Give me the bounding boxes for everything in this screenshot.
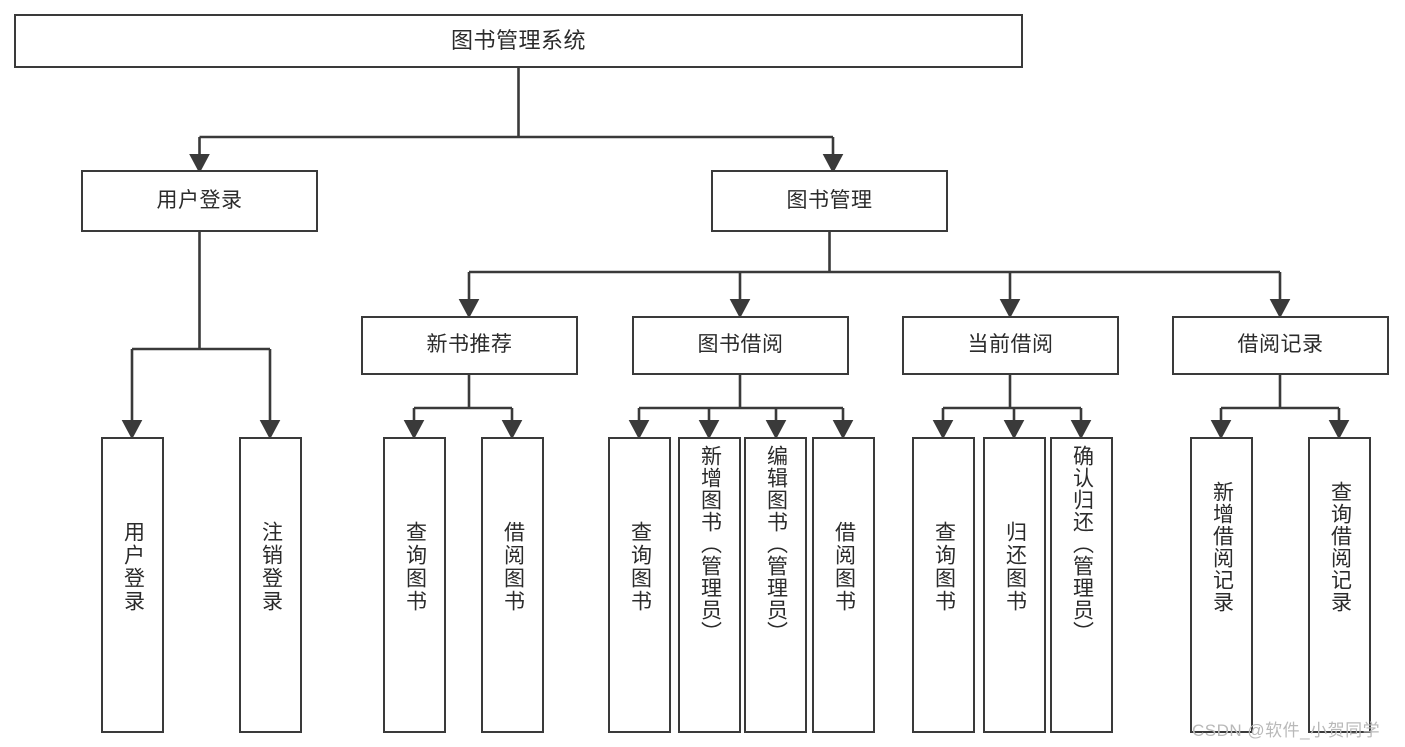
node-leaf-user-logout-label: 注销登录 bbox=[259, 521, 283, 613]
node-leaf-brw-edit-book[interactable]: 编辑图书（管理员） bbox=[744, 437, 807, 733]
node-book-borrow-label: 图书借阅 bbox=[697, 333, 784, 357]
node-leaf-cur-return-book-label: 归还图书 bbox=[1003, 521, 1027, 613]
node-borrow-records-label: 借阅记录 bbox=[1237, 333, 1324, 357]
node-user-login[interactable]: 用户登录 bbox=[81, 170, 318, 232]
node-book-manage-label: 图书管理 bbox=[786, 188, 873, 212]
node-leaf-query-borrow-record-label: 查询借阅记录 bbox=[1328, 481, 1352, 613]
node-user-login-label: 用户登录 bbox=[156, 188, 243, 212]
node-leaf-rec-borrow-book[interactable]: 借阅图书 bbox=[481, 437, 544, 733]
node-leaf-rec-query-book-label: 查询图书 bbox=[403, 521, 427, 613]
node-leaf-cur-confirm-return[interactable]: 确认归还（管理员） bbox=[1050, 437, 1113, 733]
node-leaf-add-borrow-record-label: 新增借阅记录 bbox=[1210, 481, 1234, 613]
node-leaf-add-borrow-record[interactable]: 新增借阅记录 bbox=[1190, 437, 1253, 733]
node-new-book-recommend-label: 新书推荐 bbox=[426, 333, 513, 357]
node-leaf-brw-add-book[interactable]: 新增图书（管理员） bbox=[678, 437, 741, 733]
node-leaf-brw-borrow-book-label: 借阅图书 bbox=[832, 521, 856, 613]
node-leaf-user-login[interactable]: 用户登录 bbox=[101, 437, 164, 733]
node-leaf-cur-confirm-return-label: 确认归还（管理员） bbox=[1070, 445, 1094, 643]
node-current-borrow[interactable]: 当前借阅 bbox=[902, 316, 1119, 375]
node-leaf-brw-add-book-label: 新增图书（管理员） bbox=[698, 445, 722, 643]
node-current-borrow-label: 当前借阅 bbox=[967, 333, 1054, 357]
node-leaf-brw-edit-book-label: 编辑图书（管理员） bbox=[764, 445, 788, 643]
node-leaf-user-logout[interactable]: 注销登录 bbox=[239, 437, 302, 733]
node-leaf-rec-borrow-book-label: 借阅图书 bbox=[501, 521, 525, 613]
node-book-manage[interactable]: 图书管理 bbox=[711, 170, 948, 232]
node-leaf-cur-return-book[interactable]: 归还图书 bbox=[983, 437, 1046, 733]
node-root-label: 图书管理系统 bbox=[450, 28, 586, 54]
node-new-book-recommend[interactable]: 新书推荐 bbox=[361, 316, 578, 375]
node-borrow-records[interactable]: 借阅记录 bbox=[1172, 316, 1389, 375]
node-leaf-brw-query-book-label: 查询图书 bbox=[628, 521, 652, 613]
node-leaf-cur-query-book-label: 查询图书 bbox=[932, 521, 956, 613]
node-leaf-brw-query-book[interactable]: 查询图书 bbox=[608, 437, 671, 733]
csdn-watermark: CSDN @软件_小贺同学 bbox=[1192, 721, 1381, 740]
node-leaf-query-borrow-record[interactable]: 查询借阅记录 bbox=[1308, 437, 1371, 733]
node-leaf-brw-borrow-book[interactable]: 借阅图书 bbox=[812, 437, 875, 733]
node-root[interactable]: 图书管理系统 bbox=[14, 14, 1023, 68]
node-book-borrow[interactable]: 图书借阅 bbox=[632, 316, 849, 375]
node-leaf-rec-query-book[interactable]: 查询图书 bbox=[383, 437, 446, 733]
node-leaf-cur-query-book[interactable]: 查询图书 bbox=[912, 437, 975, 733]
node-leaf-user-login-label: 用户登录 bbox=[121, 521, 145, 613]
